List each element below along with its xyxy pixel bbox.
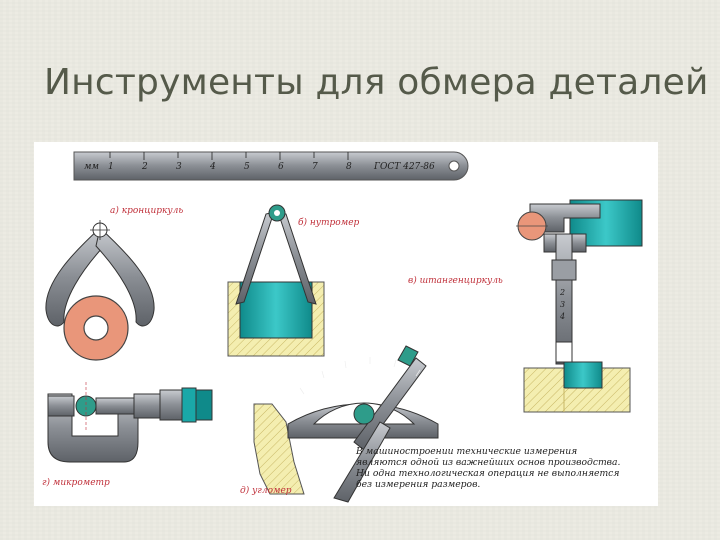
vernier-caliper (516, 199, 643, 413)
protractor-gauge (253, 345, 439, 503)
caliper-scale-label: 2 (560, 288, 566, 297)
caption-protractor-gauge: д) угломер (240, 486, 292, 496)
caption-vernier-caliper: в) штангенциркуль (408, 276, 503, 286)
inside-calipers (227, 204, 325, 357)
ruler-tick-label: 8 (346, 162, 352, 172)
note-line: Ни одна технологическая операция не выпо… (356, 468, 620, 479)
ruler-tick-label: 4 (210, 162, 216, 172)
description-note: В машиностроении технические измерения я… (356, 446, 646, 490)
ruler-unit-label: мм (84, 162, 99, 172)
caption-inside-calipers: б) нутромер (298, 218, 360, 228)
ruler (73, 151, 469, 181)
note-line: без измерения размеров. (356, 479, 481, 490)
caliper-scale-label: 4 (560, 312, 566, 321)
outside-calipers (45, 220, 155, 361)
tools-illustration (45, 151, 643, 503)
caliper-scale-label: 3 (560, 300, 566, 309)
ruler-tick-label: 1 (108, 162, 114, 172)
note-line: В машиностроении технические измерения (356, 446, 578, 457)
ruler-tick-label: 5 (244, 162, 250, 172)
ruler-tick-label: 6 (278, 162, 284, 172)
note-line: являются одной из важнейших основ произв… (356, 457, 621, 468)
ruler-tick-label: 3 (176, 162, 182, 172)
measuring-tools-figure: мм 1 2 3 4 5 6 7 8 ГОСТ 427-86 2 3 4 а) … (34, 142, 658, 506)
micrometer (47, 382, 213, 463)
ruler-tick-label: 2 (142, 162, 148, 172)
ruler-standard-label: ГОСТ 427-86 (374, 162, 435, 172)
slide-title: Инструменты для обмера деталей (44, 62, 709, 103)
caption-outside-calipers: а) кронциркуль (110, 206, 184, 216)
caption-micrometer: г) микрометр (42, 478, 110, 488)
ruler-tick-label: 7 (312, 162, 318, 172)
